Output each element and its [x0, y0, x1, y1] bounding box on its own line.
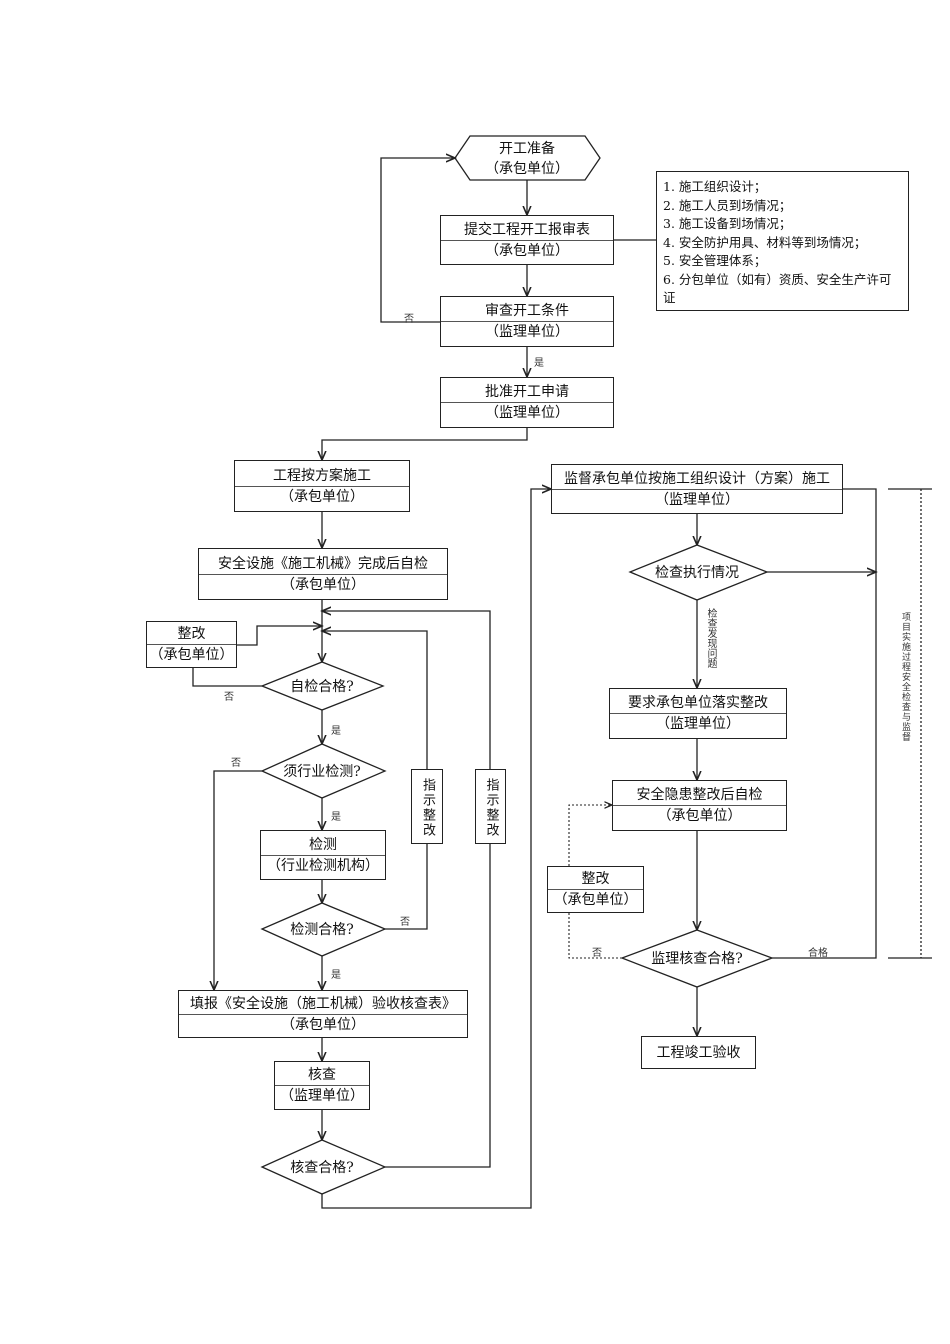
construct-title: 工程按方案施工 [235, 466, 409, 487]
require-title: 要求承包单位落实整改 [610, 693, 786, 714]
require-unit: （监理单位） [656, 716, 740, 732]
completion-title: 工程竣工验收 [656, 1044, 741, 1061]
verify-unit: （监理单位） [280, 1088, 364, 1104]
hazard-title: 安全隐患整改后自检 [613, 785, 786, 806]
checklist-item: 2. 施工人员到场情况； [663, 197, 792, 213]
checkexec-label: 检查执行情况 [655, 565, 739, 581]
completion-box: 工程竣工验收 [641, 1036, 756, 1069]
review-title: 审查开工条件 [441, 301, 613, 322]
submit-unit: （承包单位） [485, 242, 569, 259]
selfcheck-title: 安全设施《施工机械》完成后自检 [199, 554, 447, 575]
indicate1-text: 指示整改 [420, 778, 435, 838]
start-title: 开工准备 [499, 141, 555, 157]
verify-box: 核查 （监理单位） [274, 1061, 370, 1110]
rectify1-title: 整改 [147, 624, 236, 645]
construct-box: 工程按方案施工 （承包单位） [234, 460, 410, 512]
rectify2-box: 整改 （承包单位） [547, 866, 644, 913]
checklist-item: 5. 安全管理体系； [663, 253, 767, 268]
rectify2-title: 整改 [548, 869, 643, 890]
checklist-item: 4. 安全防护用具、材料等到场情况； [663, 234, 867, 250]
supervise-box: 监督承包单位按施工组织设计（方案）施工 （监理单位） [551, 464, 843, 514]
needtest-no-label: 否 [231, 758, 241, 769]
hazard-box: 安全隐患整改后自检 （承包单位） [612, 780, 787, 831]
indicate2-text: 指示整改 [483, 778, 499, 838]
rectify1-box: 整改 （承包单位） [146, 621, 237, 668]
needtest-yes-label: 是 [331, 812, 341, 823]
selfcheck-box: 安全设施《施工机械》完成后自检 （承包单位） [198, 548, 448, 600]
approve-title: 批准开工申请 [441, 382, 613, 403]
test-box: 检测 （行业检测机构） [260, 830, 386, 880]
selfpass-no-label: 否 [224, 692, 234, 703]
review-yes-label: 是 [534, 358, 544, 369]
check-found-label: 检查发现问题 [705, 608, 716, 668]
verifypass-label: 核查合格? [290, 1160, 354, 1176]
supervise-unit: （监理单位） [655, 491, 739, 508]
submit-box: 提交工程开工报审表 （承包单位） [440, 215, 614, 265]
review-unit: （监理单位） [485, 324, 569, 340]
fillform-box: 填报《安全设施（施工机械）验收核查表》 （承包单位） [178, 990, 468, 1038]
supervisorpass-no-label: 否 [592, 948, 602, 959]
verify-title: 核查 [275, 1065, 369, 1086]
approve-box: 批准开工申请 （监理单位） [440, 377, 614, 428]
approve-unit: （监理单位） [485, 405, 569, 421]
construct-unit: （承包单位） [280, 488, 364, 505]
checklist-item: 6. 分包单位（如有）资质、安全生产许可证 [663, 271, 892, 306]
testpass-no-label: 否 [400, 917, 410, 928]
testpass-yes-label: 是 [331, 970, 341, 981]
require-box: 要求承包单位落实整改 （监理单位） [609, 688, 787, 739]
selfpass-label: 自检合格? [290, 679, 354, 695]
selfcheck-unit: （承包单位） [281, 576, 365, 593]
supervise-title: 监督承包单位按施工组织设计（方案）施工 [552, 469, 842, 490]
rectify2-unit: （承包单位） [553, 892, 638, 908]
fillform-title: 填报《安全设施（施工机械）验收核查表》 [179, 994, 467, 1015]
start-unit: （承包单位） [485, 161, 569, 177]
hazard-unit: （承包单位） [657, 808, 742, 824]
review-no-label: 否 [404, 314, 414, 325]
indicate2-box: 指示整改 [475, 769, 506, 844]
checklist-item: 1. 施工组织设计； [663, 179, 767, 194]
test-title: 检测 [261, 835, 385, 856]
checklist-note: 1. 施工组织设计； 2. 施工人员到场情况； 3. 施工设备到场情况； 4. … [656, 171, 909, 311]
supervisorpass-label: 监理核查合格? [651, 951, 743, 967]
needtest-label: 须行业检测? [283, 764, 361, 780]
review-box: 审查开工条件 （监理单位） [440, 296, 614, 347]
rectify1-unit: （承包单位） [149, 647, 234, 663]
selfpass-yes-label: 是 [331, 726, 341, 737]
submit-title: 提交工程开工报审表 [441, 220, 613, 241]
side-note: 项目实施过程安全检查与监督 [900, 612, 910, 742]
indicate1-box: 指示整改 [411, 769, 443, 844]
fillform-unit: （承包单位） [281, 1016, 365, 1033]
testpass-label: 检测合格? [290, 922, 354, 938]
checklist-item: 3. 施工设备到场情况； [663, 216, 792, 231]
test-unit: （行业检测机构） [267, 857, 379, 874]
supervisorpass-pass-label: 合格 [808, 948, 828, 959]
